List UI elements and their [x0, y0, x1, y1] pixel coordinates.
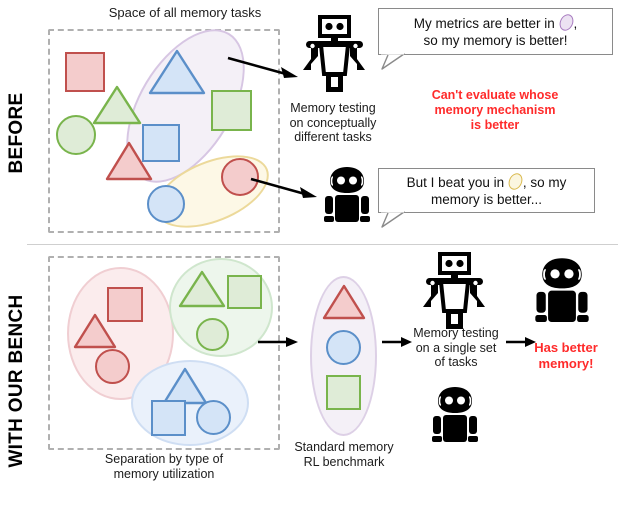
shape-triangle-red-2 [73, 313, 117, 349]
arrow-bench-1 [258, 337, 298, 347]
bubble1-line2: so my memory is better! [423, 33, 568, 48]
shape-square-green-3 [326, 375, 361, 410]
shape-triangle-blue-1 [148, 49, 206, 95]
arrow-bench-3 [506, 337, 536, 347]
shape-triangle-green-2 [178, 270, 226, 308]
shape-triangle-red-1 [105, 141, 153, 181]
shape-triangle-green-1 [92, 85, 142, 125]
robot-winner-icon [535, 258, 589, 322]
shape-square-blue-1 [142, 124, 180, 162]
shape-circle-blue-1 [147, 185, 185, 223]
speech-bubble-robot-b: But I beat you in , so my memory is bett… [378, 168, 595, 213]
shape-square-red-2 [107, 287, 143, 322]
robot-sitting-icon-bottom [432, 387, 478, 442]
shape-circle-blue-2 [196, 400, 231, 435]
top-conclusion-text: Can't evaluate whose memory mechanism is… [431, 88, 559, 132]
shape-triangle-red-3 [322, 284, 366, 320]
bottom-separation-box [48, 256, 280, 450]
shape-circle-red-1 [221, 158, 259, 196]
robot-sitting-icon [324, 167, 370, 222]
shape-square-blue-2 [151, 400, 186, 436]
bubble1-text-pre: My metrics are better in [413, 16, 555, 31]
bubble2-text-post: , so my [522, 175, 567, 190]
shape-circle-blue-3 [326, 330, 361, 365]
robot-standing-icon-bottom [423, 252, 485, 329]
bubble1-text-post: , [573, 16, 578, 31]
bubble2-line2: memory is better... [430, 192, 543, 207]
section-label-before: BEFORE [6, 92, 27, 174]
shape-square-green-1 [211, 90, 252, 131]
shape-circle-green-2 [196, 318, 229, 351]
shape-circle-red-2 [95, 349, 130, 384]
shape-square-red-1 [65, 52, 105, 92]
shape-circle-green-1 [56, 115, 96, 155]
bottom-conclusion-text: Has better memory! [534, 340, 598, 371]
speech-tail-b [381, 211, 405, 228]
robot-standing-icon [303, 15, 365, 92]
speech-tail-a [381, 53, 405, 70]
arrow-to-robot-b [250, 177, 317, 198]
top-title: Space of all memory tasks [108, 5, 262, 20]
arrow-to-robot-a [227, 56, 298, 78]
top-testing-caption: Memory testing on conceptually different… [289, 101, 377, 144]
speech-bubble-robot-a: My metrics are better in , so my memory … [378, 8, 613, 55]
top-task-space-box [48, 29, 280, 233]
bottom-benchmark-caption: Standard memory RL benchmark [294, 440, 394, 469]
section-divider [27, 244, 618, 245]
shape-square-green-2 [227, 275, 262, 309]
bottom-separation-caption: Separation by type of memory utilization [104, 452, 224, 481]
bottom-testing-caption: Memory testing on a single set of tasks [413, 326, 499, 369]
section-label-with-our-bench: WITH OUR BENCH [6, 294, 27, 468]
arrow-bench-2 [382, 337, 412, 347]
bubble2-text-pre: But I beat you in [406, 175, 505, 190]
